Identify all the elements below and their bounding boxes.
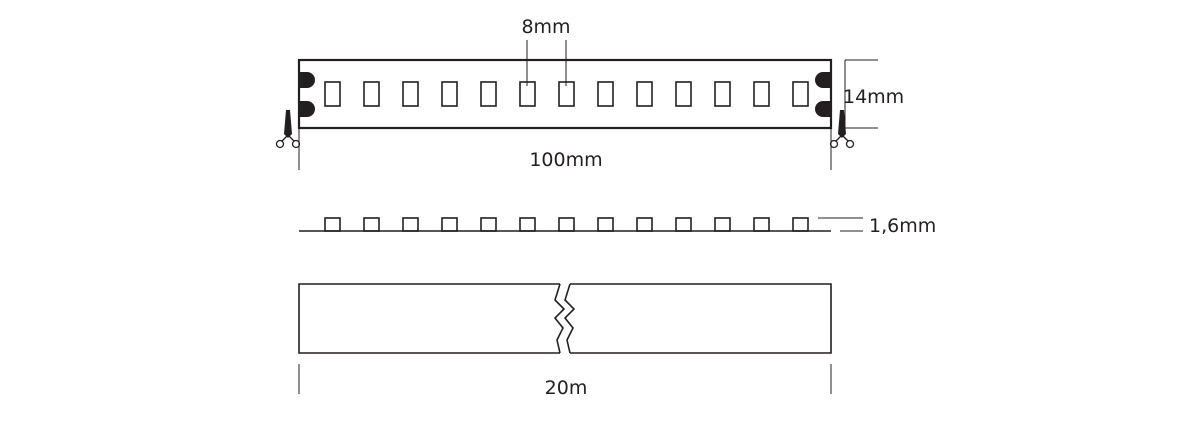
led-chip-profile (441, 217, 458, 232)
led-chip (675, 81, 692, 107)
side-view: 1,6mm (299, 215, 936, 237)
led-chip-profile (558, 217, 575, 232)
led-chip-profile (597, 217, 614, 232)
left-solder-pads (299, 72, 315, 117)
led-chip (597, 81, 614, 107)
led-chip (324, 81, 341, 107)
led-chip (636, 81, 653, 107)
led-chip-profile (324, 217, 341, 232)
led-chip (480, 81, 497, 107)
solder-pad (299, 101, 315, 117)
cut-left-scissors-icon (275, 110, 301, 149)
side-led-row (324, 217, 809, 232)
break-mark-icon (553, 283, 576, 354)
led-chip-profile (402, 217, 419, 232)
right-solder-pads (815, 72, 831, 117)
led-chip (714, 81, 731, 107)
width-label: 14mm (843, 86, 904, 108)
roll-outline-right (570, 283, 832, 354)
led-chip (363, 81, 380, 107)
solder-pad (299, 72, 315, 88)
led-chip (402, 81, 419, 107)
roll-view: 20m (298, 283, 832, 399)
cut-length-label: 100mm (529, 149, 602, 171)
led-chip-profile (519, 217, 536, 232)
roll-outline-left (298, 283, 560, 354)
led-chip-profile (480, 217, 497, 232)
roll-length-label: 20m (545, 377, 588, 399)
led-chip-profile (753, 217, 770, 232)
led-chip (792, 81, 809, 107)
led-chip-profile (792, 217, 809, 232)
top-view: 8mm 14mm 100mm (275, 16, 904, 171)
led-chip-profile (675, 217, 692, 232)
cut-right-scissors-icon (829, 110, 855, 149)
led-chip-profile (714, 217, 731, 232)
solder-pad (815, 101, 831, 117)
led-chip (753, 81, 770, 107)
strip-outline-top (297, 58, 833, 130)
led-chip-profile (636, 217, 653, 232)
thickness-label: 1,6mm (869, 215, 936, 237)
led-pitch-label: 8mm (521, 16, 570, 38)
solder-pad (815, 72, 831, 88)
led-chip (441, 81, 458, 107)
led-chip-profile (363, 217, 380, 232)
